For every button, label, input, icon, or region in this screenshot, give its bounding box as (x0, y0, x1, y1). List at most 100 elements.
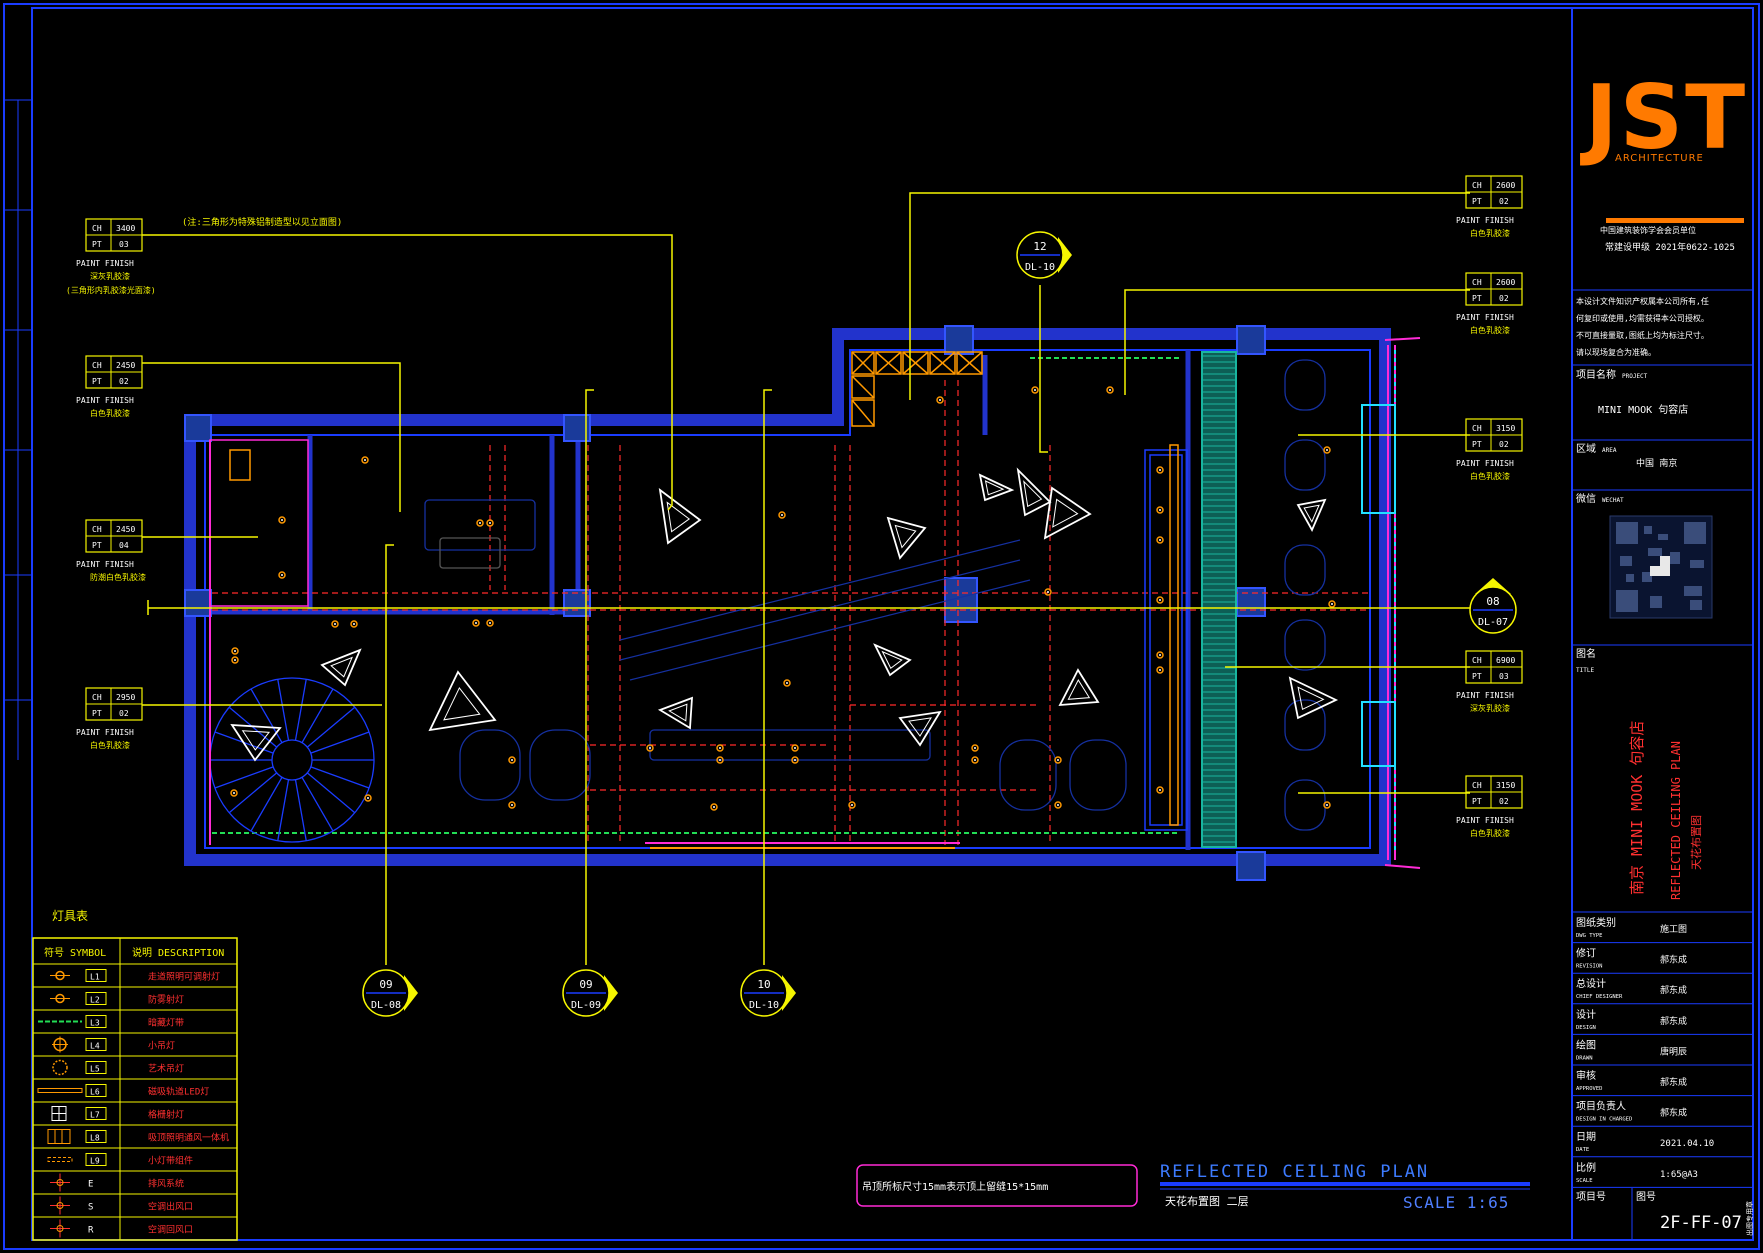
tag-pt-value: 02 (1499, 797, 1509, 806)
tag-pt-label: PT (1472, 197, 1482, 206)
row-value: 郝东成 (1660, 1015, 1687, 1027)
light-fixture (472, 619, 480, 627)
legend-description: 排风系统 (148, 1178, 184, 1190)
tag-ch-value: 2950 (116, 693, 135, 702)
legend-symbol-icon (52, 1059, 68, 1076)
section-number: 10 (757, 978, 770, 991)
project-label-en: PROJECT (1622, 373, 1648, 380)
tag-ch-value: 6900 (1496, 656, 1515, 665)
light-fixture (231, 647, 239, 655)
tag-ch-label: CH (1472, 181, 1482, 190)
row-label-en: APPROVED (1576, 1086, 1603, 1092)
drawing-label-en: TITLE (1576, 667, 1594, 674)
tag-pt-label: PT (92, 709, 102, 718)
legend-symbol-icon (50, 1219, 70, 1238)
light-fixture (231, 656, 239, 664)
legend-row: L3 暗藏灯带 (33, 1015, 237, 1034)
tag-ch-label: CH (1472, 424, 1482, 433)
tag-finish-title: PAINT FINISH (76, 396, 134, 405)
legend-symbol-icon (52, 1036, 68, 1053)
drawing-label: 图名 (1576, 647, 1596, 660)
tag-finish-title: PAINT FINISH (76, 560, 134, 569)
tag-ch-label: CH (1472, 656, 1482, 665)
tag-pt-value: 02 (1499, 440, 1509, 449)
legend-description: 暗藏灯带 (148, 1017, 184, 1029)
tag-finish-title: PAINT FINISH (1456, 459, 1514, 468)
project-name: MINI MOOK 句容店 (1598, 403, 1688, 416)
light-fixture (1156, 466, 1164, 474)
furniture (424, 359, 1326, 831)
legend-code: S (88, 1203, 93, 1213)
light-fixture (278, 571, 286, 579)
area-name: 中国 南京 (1636, 457, 1677, 469)
light-fixture (1328, 600, 1336, 608)
light-fixture (1044, 588, 1052, 596)
triangle-feature (873, 643, 912, 677)
wechat-qr-code (1609, 515, 1713, 619)
tag-pt-label: PT (92, 541, 102, 550)
row-label-en: DATE (1576, 1147, 1589, 1153)
tag-finish-cn: 白色乳胶漆 (1470, 325, 1510, 335)
light-fixture (1156, 666, 1164, 674)
legend-title: 灯具表 (52, 909, 88, 923)
tag-pt-value: 03 (119, 240, 129, 249)
legend-description: 小灯带组件 (148, 1155, 193, 1167)
triangle-feature (657, 696, 693, 730)
columns (184, 325, 1266, 881)
drawing-title-en: REFLECTED CEILING PLAN (1669, 741, 1683, 900)
wechat-label-en: WECHAT (1602, 497, 1624, 504)
tag-ch-label: CH (1472, 278, 1482, 287)
notice-line-4: 请以现场复合为准确。 (1576, 347, 1656, 357)
legend-code: L3 (90, 1019, 100, 1028)
row-label: 项目负责人 (1576, 1100, 1626, 1113)
legend-code: L9 (90, 1157, 100, 1166)
bar-counter (1144, 444, 1188, 831)
tag-ch-value: 2450 (116, 525, 135, 534)
legend-symbol-icon (50, 993, 70, 1004)
notice-line-1: 本设计文件知识产权属本公司所有,任 (1576, 296, 1709, 306)
tag-pt-value: 02 (1499, 294, 1509, 303)
light-fixture (716, 744, 724, 752)
section-reference: DL-08 (371, 1000, 401, 1011)
legend-code: L1 (90, 973, 100, 982)
row-label: 绘图 (1576, 1038, 1596, 1051)
light-fixture (1054, 756, 1062, 764)
tag-pt-value: 02 (119, 709, 129, 718)
light-fixture (331, 620, 339, 628)
triangle-feature (428, 670, 497, 732)
tag-finish-title: PAINT FINISH (76, 728, 134, 737)
triangle-feature (230, 723, 282, 762)
title-block-row: 总设计 CHIEF DESIGNER 郝东成 (1572, 977, 1753, 1005)
row-label: 图纸类别 (1576, 916, 1616, 929)
row-value: 郝东成 (1660, 984, 1687, 996)
section-number: 09 (579, 978, 592, 991)
legend-code: R (88, 1226, 94, 1236)
notice-line-3: 不可直接量取,图纸上均为标注尺寸。 (1576, 330, 1709, 340)
row-label-en: DESIGN (1576, 1025, 1596, 1031)
row-label: 总设计 (1576, 977, 1606, 990)
light-fixture (1156, 536, 1164, 544)
legend-code: E (88, 1180, 93, 1190)
company-line-1: 中国建筑装饰学会会员单位 (1600, 225, 1696, 235)
legend-description: 防雾射灯 (148, 994, 184, 1006)
legend-symbol-icon (37, 1088, 83, 1093)
row-label-en: SCALE (1576, 1178, 1593, 1184)
company-logo-sub: ARCHITECTURE (1615, 153, 1704, 164)
light-fixture (1156, 506, 1164, 514)
drawing-title-sub: 天花布置图 (1690, 815, 1703, 870)
light-fixture (1156, 596, 1164, 604)
row-label-en: CHIEF DESIGNER (1576, 994, 1623, 1000)
company-line-2: 常建设甲级 2021年0622-1025 (1605, 241, 1735, 253)
